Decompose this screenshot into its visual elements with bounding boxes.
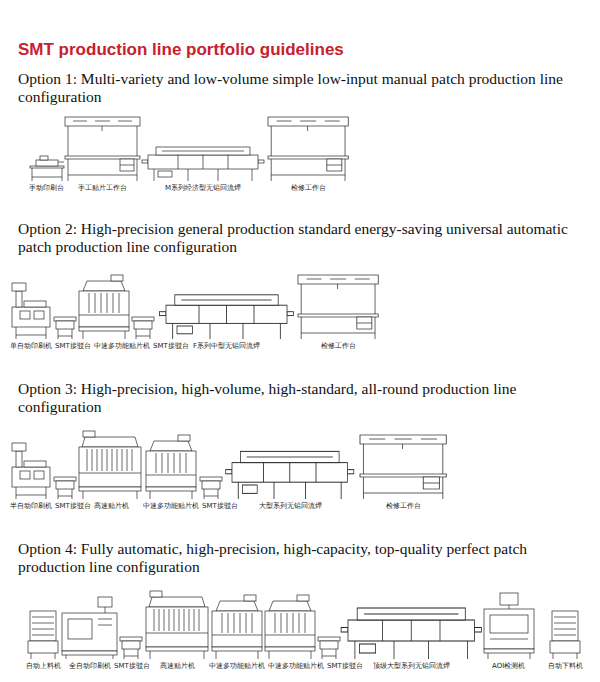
equipment-label: SMT接驳台 xyxy=(202,502,238,511)
page-title: SMT production line portfolio guidelines xyxy=(18,40,344,60)
semi-auto-printer xyxy=(12,443,50,499)
equipment-label: 半自动印刷机 xyxy=(10,502,52,511)
equipment-label: SMT接驳台 xyxy=(114,662,150,671)
equipment-label: 中速多功能贴片机 xyxy=(268,662,324,671)
manual-placement-bench xyxy=(65,117,140,181)
high-speed-placer xyxy=(146,591,208,659)
conveyor xyxy=(54,317,76,339)
mid-speed-placer xyxy=(265,595,315,659)
conveyor xyxy=(132,317,154,339)
equipment-label: 检修工作台 xyxy=(386,502,421,511)
aoi-inspection xyxy=(484,593,534,659)
equipment-label: 检修工作台 xyxy=(321,342,356,351)
option-heading: Option 4: Fully automatic, high-precisio… xyxy=(18,540,590,576)
equipment-label: 检修工作台 xyxy=(291,184,326,193)
conveyor xyxy=(200,477,222,499)
conveyor xyxy=(54,477,76,499)
equipment-label: 中速多功能贴片机 xyxy=(209,662,265,671)
equipment-label: 手动印刷台 xyxy=(29,184,64,193)
equipment-label: 单自动印刷机 xyxy=(10,342,52,351)
semi-auto-printer xyxy=(12,283,50,339)
conveyor xyxy=(318,637,340,659)
equipment-label: AOI检测机 xyxy=(492,662,525,671)
equipment-label: 自动上料机 xyxy=(26,662,61,671)
mid-speed-placer xyxy=(146,435,196,499)
repair-bench xyxy=(298,275,378,339)
equipment-label: SMT接驳台 xyxy=(55,502,91,511)
option-heading: Option 1: Multi-variety and low-volume s… xyxy=(18,70,590,106)
equipment-label: M系列经济型无铅回流焊 xyxy=(165,184,241,193)
reflow-oven xyxy=(142,147,264,181)
repair-bench xyxy=(360,435,446,499)
equipment-label: F系列中型无铅回流焊 xyxy=(193,342,260,351)
option-heading: Option 2: High-precision general product… xyxy=(18,220,590,256)
option-heading: Option 3: High-precision, high-volume, h… xyxy=(18,380,590,416)
equipment-label: SMT接驳台 xyxy=(327,662,363,671)
equipment-label: 高速贴片机 xyxy=(94,502,129,511)
line-option-2 xyxy=(12,275,378,339)
equipment-label: 自动下料机 xyxy=(548,662,583,671)
equipment-label: 顶级大型系列无铅回流焊 xyxy=(373,662,450,671)
equipment-label: SMT接驳台 xyxy=(55,342,91,351)
auto-unloader xyxy=(550,611,580,659)
mid-speed-placer xyxy=(79,275,129,339)
equipment-label: 手工贴片工作台 xyxy=(78,184,127,193)
manual-printing-table xyxy=(30,156,64,181)
reflow-oven xyxy=(159,295,293,339)
equipment-label: 大型系列无铅回流焊 xyxy=(259,502,322,511)
full-auto-printer xyxy=(62,597,117,659)
equipment-label: SMT接驳台 xyxy=(153,342,189,351)
line-option-3 xyxy=(12,431,446,499)
mid-speed-placer xyxy=(212,595,262,659)
high-speed-placer xyxy=(79,431,141,499)
repair-bench xyxy=(268,117,348,181)
reflow-oven xyxy=(341,608,481,659)
line-option-4 xyxy=(28,591,580,659)
line-option-1 xyxy=(30,117,348,181)
conveyor xyxy=(120,637,142,659)
equipment-label: 中速多功能贴片机 xyxy=(143,502,199,511)
equipment-label: 高速贴片机 xyxy=(160,662,195,671)
equipment-label: 中速多功能贴片机 xyxy=(94,342,150,351)
reflow-oven xyxy=(226,451,354,499)
auto-loader xyxy=(28,611,58,659)
equipment-label: 全自动印刷机 xyxy=(69,662,111,671)
